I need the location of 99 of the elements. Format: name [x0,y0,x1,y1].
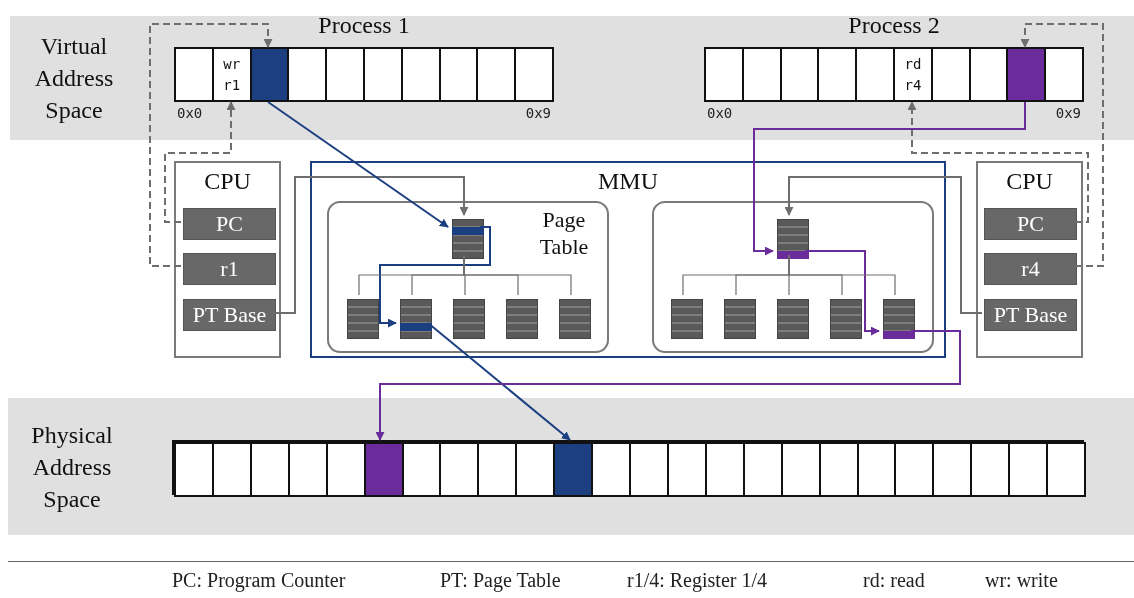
memory-cell [970,442,1011,497]
memory-cell [287,47,328,102]
memory-cell [704,47,744,102]
table-icon [671,299,703,339]
memory-cell [249,442,290,497]
memory-cell [629,442,669,497]
cpu-title: CPU [1006,167,1053,196]
page-table-box [327,201,609,353]
memory-cell [894,442,935,497]
dashed-arrow [907,101,1089,223]
memory-cell [666,442,707,497]
cpu-title: CPU [204,167,251,196]
arrow [427,322,571,441]
register-box: PT Base [183,299,276,331]
memory-cell [515,442,556,497]
band-label: Physical Address Space [30,420,114,514]
mmu-box [310,161,946,358]
register-box: r4 [984,253,1077,285]
memory-cell [249,47,290,102]
memory-cell [932,442,973,497]
memory-cell [591,442,631,497]
dashed-arrow [1020,23,1104,267]
memory-cell [476,47,517,102]
memory-cell [855,47,895,102]
memory-cell [363,442,404,497]
memory-cell [325,47,365,102]
band-label: Virtual Address Space [33,32,115,125]
process-title: Process 2 [848,11,940,40]
abbreviation-note: wr: write [985,568,1058,592]
arrow [804,250,880,336]
address-space-band [8,398,1134,535]
memory-cell [363,47,403,102]
table-icon [559,299,591,339]
register-box: r1 [183,253,276,285]
table-icon [506,299,538,339]
table-icon [452,219,484,259]
memory-cell [211,442,252,497]
memory-cell [1008,442,1049,497]
memory-cell [325,442,366,497]
register-box: PC [183,208,276,240]
memory-cell [514,47,554,102]
memory-cell [856,442,897,497]
arrow [753,101,1026,256]
memory-cell [477,442,518,497]
memory-cell [439,442,480,497]
table-icon [830,299,862,339]
memory-cell [287,442,328,497]
arrow [784,176,983,314]
abbreviation-note: r1/4: Register 1/4 [627,568,767,592]
table-icon [724,299,756,339]
table-icon [347,299,379,339]
memory-cell [968,47,1009,102]
arrow [267,101,449,228]
arrow [375,330,961,441]
memory-cell [817,47,858,102]
memory-cell [930,47,971,102]
memory-cell [818,442,859,497]
address-label: 0x9 [525,104,551,122]
table-icon [453,299,485,339]
cpu-box [976,161,1083,358]
memory-array [172,440,1084,495]
address-label: 0x0 [707,104,733,122]
memory-cell [438,47,479,102]
memory-cell [1006,47,1047,102]
arrow [273,176,469,314]
memory-cell [742,442,783,497]
table-icon [777,219,809,259]
memory-cell [401,442,442,497]
memory-cell: rd r4 [893,47,933,102]
register-box: PC [984,208,1077,240]
memory-cell: wr r1 [211,47,252,102]
table-icon [400,299,432,339]
memory-cell [174,442,214,497]
address-label: 0x0 [177,104,203,122]
memory-cell [174,47,214,102]
mmu-title: MMU [598,167,658,196]
memory-cell [1044,47,1084,102]
dashed-arrow [164,101,236,223]
memory-cell [704,442,745,497]
memory-cell [1046,442,1087,497]
table-icon [777,299,809,339]
dashed-arrow [149,23,273,267]
abbreviation-note: PT: Page Table [440,568,561,592]
page-table-title: Page Table [538,206,590,260]
process-title: Process 1 [318,11,410,40]
address-label: 0x9 [1055,104,1081,122]
table-icon [883,299,915,339]
memory-cell [741,47,782,102]
arrow [379,226,491,328]
memory-cell [780,442,821,497]
memory-cell [400,47,441,102]
memory-cell [553,442,594,497]
register-box: PT Base [984,299,1077,331]
page-table-box [652,201,934,353]
abbreviation-note: PC: Program Counter [172,568,346,592]
cpu-box [174,161,281,358]
abbreviation-note: rd: read [863,568,925,592]
address-space-band [10,16,1134,140]
memory-cell [779,47,820,102]
